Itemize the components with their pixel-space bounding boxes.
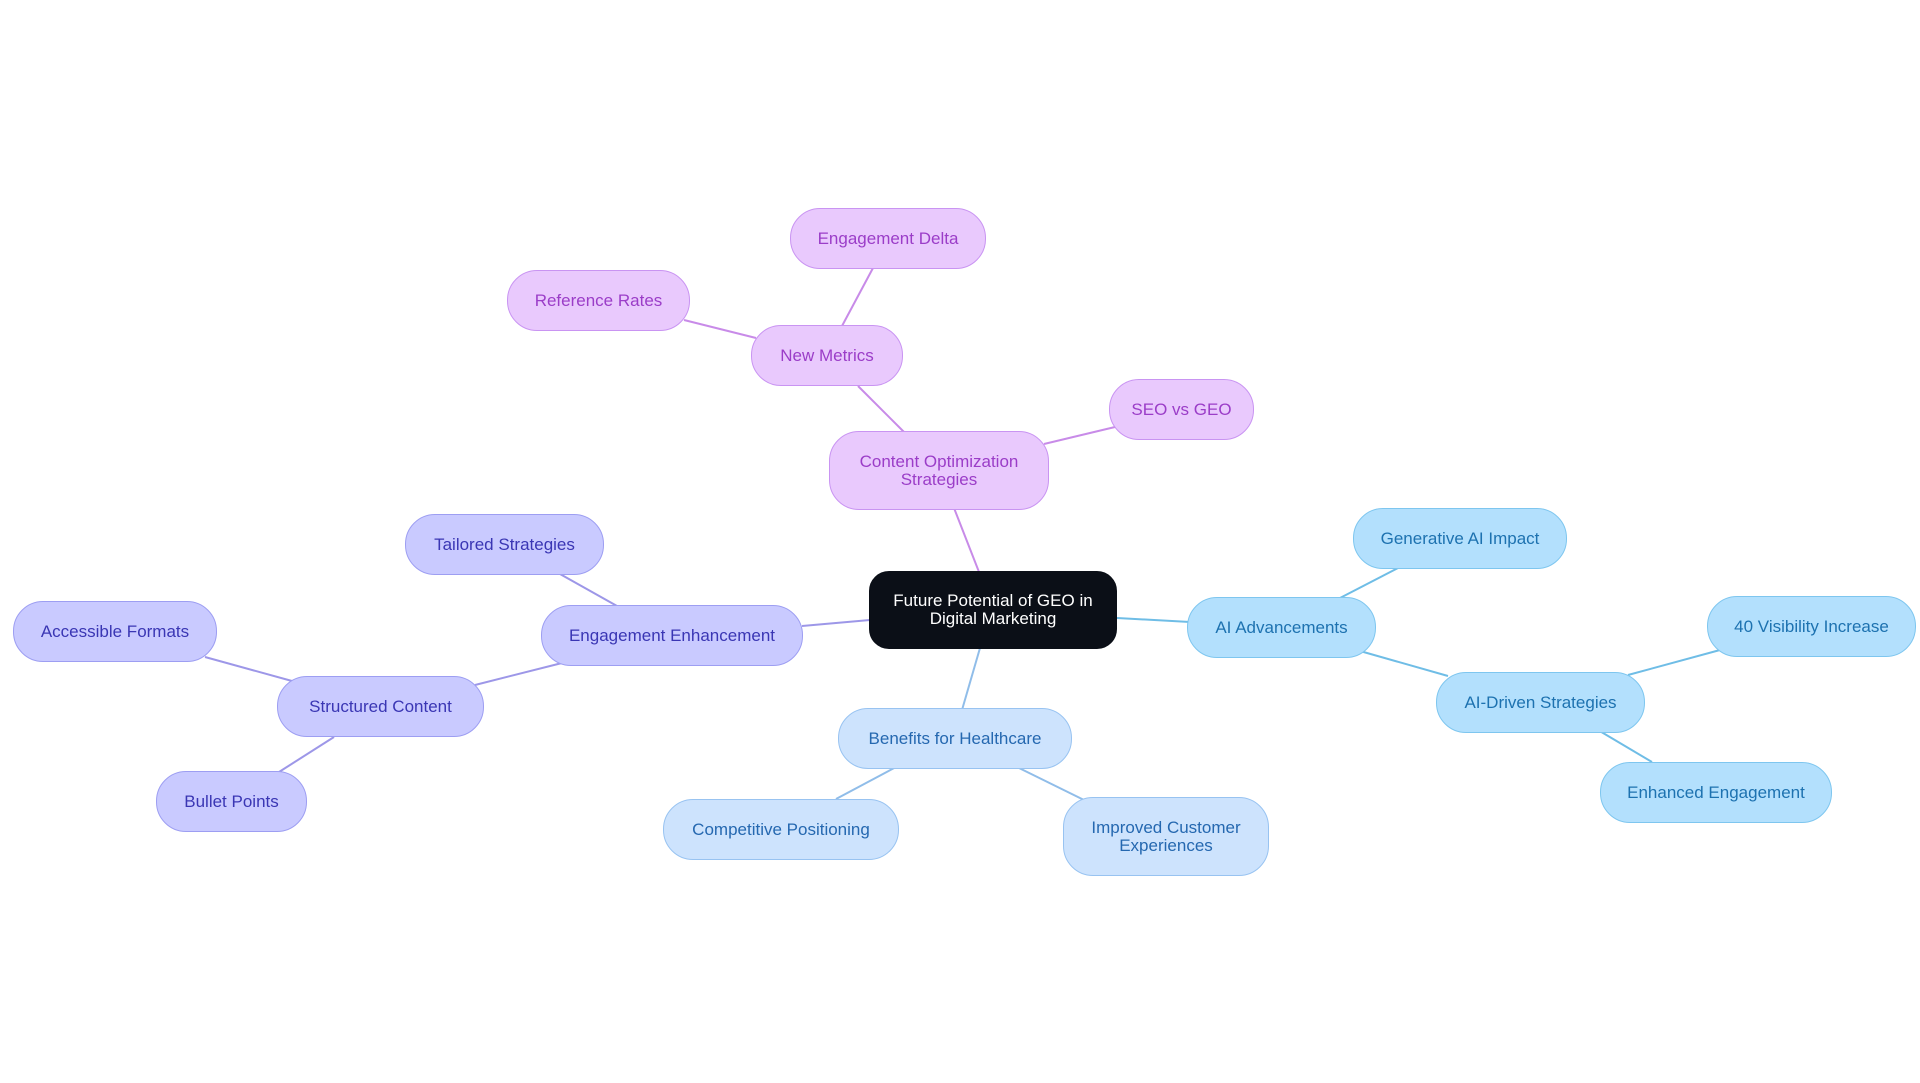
node-competitive-positioning[interactable]: Competitive Positioning: [663, 799, 899, 860]
node-structured-content[interactable]: Structured Content: [277, 676, 484, 737]
edge-content-optimization-new-metrics: [857, 385, 905, 433]
edge-root-ai-advancements: [1116, 617, 1191, 623]
edge-benefits-healthcare-competitive-positioning: [835, 766, 897, 800]
node-content-optimization-strategies[interactable]: Content Optimization Strategies: [829, 431, 1049, 510]
node-reference-rates[interactable]: Reference Rates: [507, 270, 690, 331]
node-bullet-points[interactable]: Bullet Points: [156, 771, 307, 832]
edge-ai-advancements-generative-ai-impact: [1339, 566, 1401, 599]
node-seo-vs-geo[interactable]: SEO vs GEO: [1109, 379, 1254, 440]
node-engagement-delta[interactable]: Engagement Delta: [790, 208, 986, 269]
edge-ai-advancements-ai-driven-strategies: [1359, 650, 1449, 677]
node-enhanced-engagement[interactable]: Enhanced Engagement: [1600, 762, 1832, 823]
edge-structured-content-bullet-points: [278, 736, 335, 773]
node-improved-customer-experiences[interactable]: Improved Customer Experiences: [1063, 797, 1269, 876]
node-accessible-formats[interactable]: Accessible Formats: [13, 601, 217, 662]
edge-root-engagement-enhancement: [801, 619, 871, 627]
node-benefits-for-healthcare[interactable]: Benefits for Healthcare: [838, 708, 1072, 769]
edge-new-metrics-reference-rates: [683, 319, 757, 339]
edge-root-benefits-healthcare: [961, 647, 981, 711]
edge-new-metrics-engagement-delta: [841, 267, 874, 327]
edge-structured-content-accessible-formats: [204, 656, 293, 682]
edge-engagement-enhancement-structured-content: [474, 662, 563, 686]
edge-benefits-healthcare-improved-customer-experiences: [1016, 766, 1085, 801]
node-generative-ai-impact[interactable]: Generative AI Impact: [1353, 508, 1567, 569]
edge-root-content-optimization: [953, 507, 980, 573]
node-ai-driven-strategies[interactable]: AI-Driven Strategies: [1436, 672, 1645, 733]
node-40-visibility-increase[interactable]: 40 Visibility Increase: [1707, 596, 1916, 657]
node-ai-advancements[interactable]: AI Advancements: [1187, 597, 1376, 658]
node-new-metrics[interactable]: New Metrics: [751, 325, 903, 386]
edge-ai-driven-strategies-visibility-increase: [1627, 649, 1721, 676]
edge-engagement-enhancement-tailored-strategies: [559, 573, 618, 607]
node-engagement-enhancement[interactable]: Engagement Enhancement: [541, 605, 803, 666]
edge-content-optimization-seo-vs-geo: [1043, 426, 1116, 445]
node-tailored-strategies[interactable]: Tailored Strategies: [405, 514, 604, 575]
edge-ai-driven-strategies-enhanced-engagement: [1597, 729, 1653, 763]
root-node[interactable]: Future Potential of GEO in Digital Marke…: [869, 571, 1117, 649]
